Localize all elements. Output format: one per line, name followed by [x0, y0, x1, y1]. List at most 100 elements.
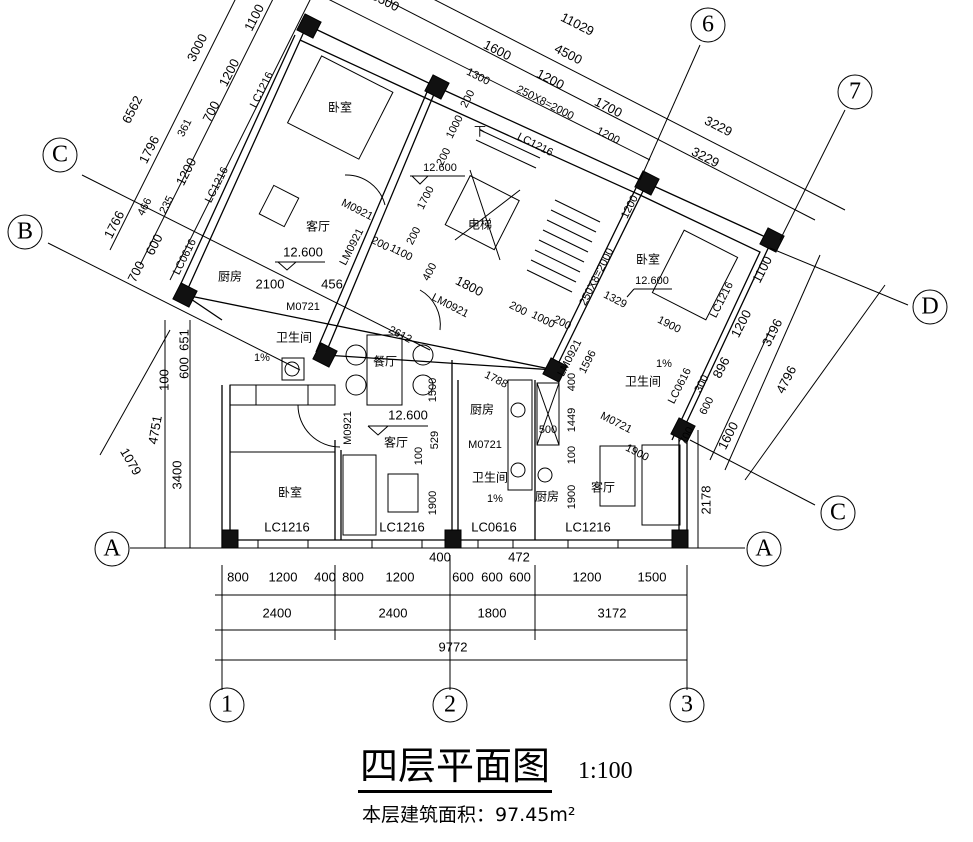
dim-text: 6562	[119, 93, 145, 126]
drawing-scale: 1:100	[578, 758, 633, 784]
dim-text: 1788	[482, 369, 509, 391]
window-code: LC1216	[708, 280, 736, 320]
door-code: LM0921	[338, 227, 367, 268]
dim-text: 1596	[577, 348, 599, 375]
axis-bubble-1	[209, 687, 245, 723]
room-label-bathroom: 卫生间	[472, 471, 508, 485]
dim-text: 100	[566, 446, 578, 464]
dim-text: 2400	[263, 605, 292, 620]
room-label-dining: 餐厅	[373, 354, 397, 369]
dim-text: 200	[551, 313, 573, 332]
stair-treads	[475, 129, 601, 293]
dim-text: 1200	[269, 569, 298, 584]
dim-text: 1200	[386, 569, 415, 584]
room-label-elevator: 电梯	[468, 218, 492, 232]
dim-text: 600	[481, 569, 503, 584]
dim-text: 1329	[601, 289, 628, 311]
right-dimensions: 1100 3196 4796 1200 896 300 600 700 1600…	[677, 254, 799, 515]
room-label-living: 客厅	[306, 219, 330, 234]
door-code: M0721	[286, 301, 320, 313]
axis-bubble-2	[432, 687, 468, 723]
window-code: LC0616	[171, 237, 199, 277]
axis-label-c-left: C	[52, 142, 68, 168]
dim-text: 1500	[427, 378, 439, 402]
dim-text: 1300	[464, 66, 491, 88]
dim-text: 500	[539, 424, 557, 436]
room-label-living: 客厅	[384, 435, 408, 450]
elevation-text: 12.600	[388, 407, 428, 422]
axis-label-d: D	[921, 294, 938, 320]
door-code: M0721	[468, 439, 502, 451]
dimension-lines	[47, 0, 909, 690]
dim-text: 3229	[689, 144, 722, 170]
window-code: LC1216	[515, 131, 555, 159]
floor-slope-label: 1%	[487, 493, 503, 505]
floor-area: 本层建筑面积：97.45m²	[362, 804, 576, 826]
dim-text: 1800	[453, 273, 486, 299]
dim-text: 1200	[594, 125, 621, 147]
room-label-kitchen: 厨房	[535, 489, 559, 504]
dim-text: 600	[142, 231, 165, 257]
dim-text: 1600	[715, 419, 741, 452]
dim-text: 1796	[136, 133, 162, 166]
dim-text: 1200	[619, 193, 641, 220]
dim-text: 800	[227, 569, 249, 584]
axis-label-a-left: A	[103, 536, 121, 562]
dim-text: 250X8=2000	[514, 83, 575, 122]
room-label-bathroom: 卫生间	[625, 375, 661, 389]
dim-text: 2100	[256, 276, 285, 291]
dim-text: 3229	[702, 113, 735, 139]
dim-text: 1200	[173, 155, 199, 188]
window-code: LC1216	[379, 519, 425, 534]
dim-text: 4796	[773, 363, 799, 396]
dim-text: 1100	[241, 2, 267, 34]
elevator-shaft	[444, 175, 520, 251]
elevation-text: 12.600	[423, 162, 457, 174]
floor-slope-label: 1%	[656, 358, 672, 370]
door-code: M0721	[598, 410, 633, 436]
axis-label-7: 7	[849, 79, 861, 105]
dim-text: 1700	[415, 184, 437, 211]
dim-text: 700	[124, 258, 147, 284]
window-code: LC1216	[264, 519, 310, 534]
upper-block-walls	[172, 13, 785, 443]
dim-text: 400	[314, 569, 336, 584]
dim-text: 800	[342, 569, 364, 584]
stair-direction-label: 下	[474, 125, 486, 139]
dim-text: 1200	[573, 569, 602, 584]
axis-label-3: 3	[681, 692, 693, 718]
dim-text: 200	[404, 225, 423, 247]
left-bottom-dimensions: 651 600 100 4751 1079 3400	[117, 329, 191, 489]
dim-text: 1079	[117, 445, 144, 478]
window-code: LC0616	[666, 366, 694, 406]
axis-bubbles: 1 2 3 A A B C C D 6 7	[7, 7, 948, 723]
dim-text: 11029	[558, 9, 596, 38]
axis-bubble-3	[669, 687, 705, 723]
door-code: M0921	[342, 411, 354, 445]
room-label-kitchen: 厨房	[470, 402, 494, 417]
room-labels: 卧室 客厅 厨房 卫生间 电梯 卧室 卫生间 餐厅 客厅 卧室 厨房 卫生间 厨…	[218, 100, 672, 505]
dim-text: 651	[176, 329, 191, 351]
dim-text: 456	[321, 276, 343, 291]
dim-text: 472	[508, 549, 530, 564]
dim-text: 400	[420, 261, 439, 283]
dim-text: 100	[413, 447, 425, 465]
dim-text: 1200	[216, 56, 242, 89]
dim-text: 1900	[655, 314, 682, 336]
dim-text: 1766	[101, 208, 127, 241]
axis-label-2: 2	[444, 692, 456, 718]
window-code: LC1216	[565, 519, 611, 534]
axis-label-1: 1	[221, 692, 233, 718]
coffee-table-right	[599, 445, 636, 507]
floor-slope-label: 1%	[254, 352, 270, 364]
dim-text: 700	[199, 98, 222, 124]
dim-text: 1449	[566, 408, 578, 432]
dim-text: 3400	[169, 461, 184, 490]
axis-label-6: 6	[702, 12, 714, 38]
dim-text: 600	[697, 395, 716, 417]
lower-block-walls	[130, 334, 745, 549]
room-label-living: 客厅	[591, 480, 615, 495]
dim-text: 600	[509, 569, 531, 584]
